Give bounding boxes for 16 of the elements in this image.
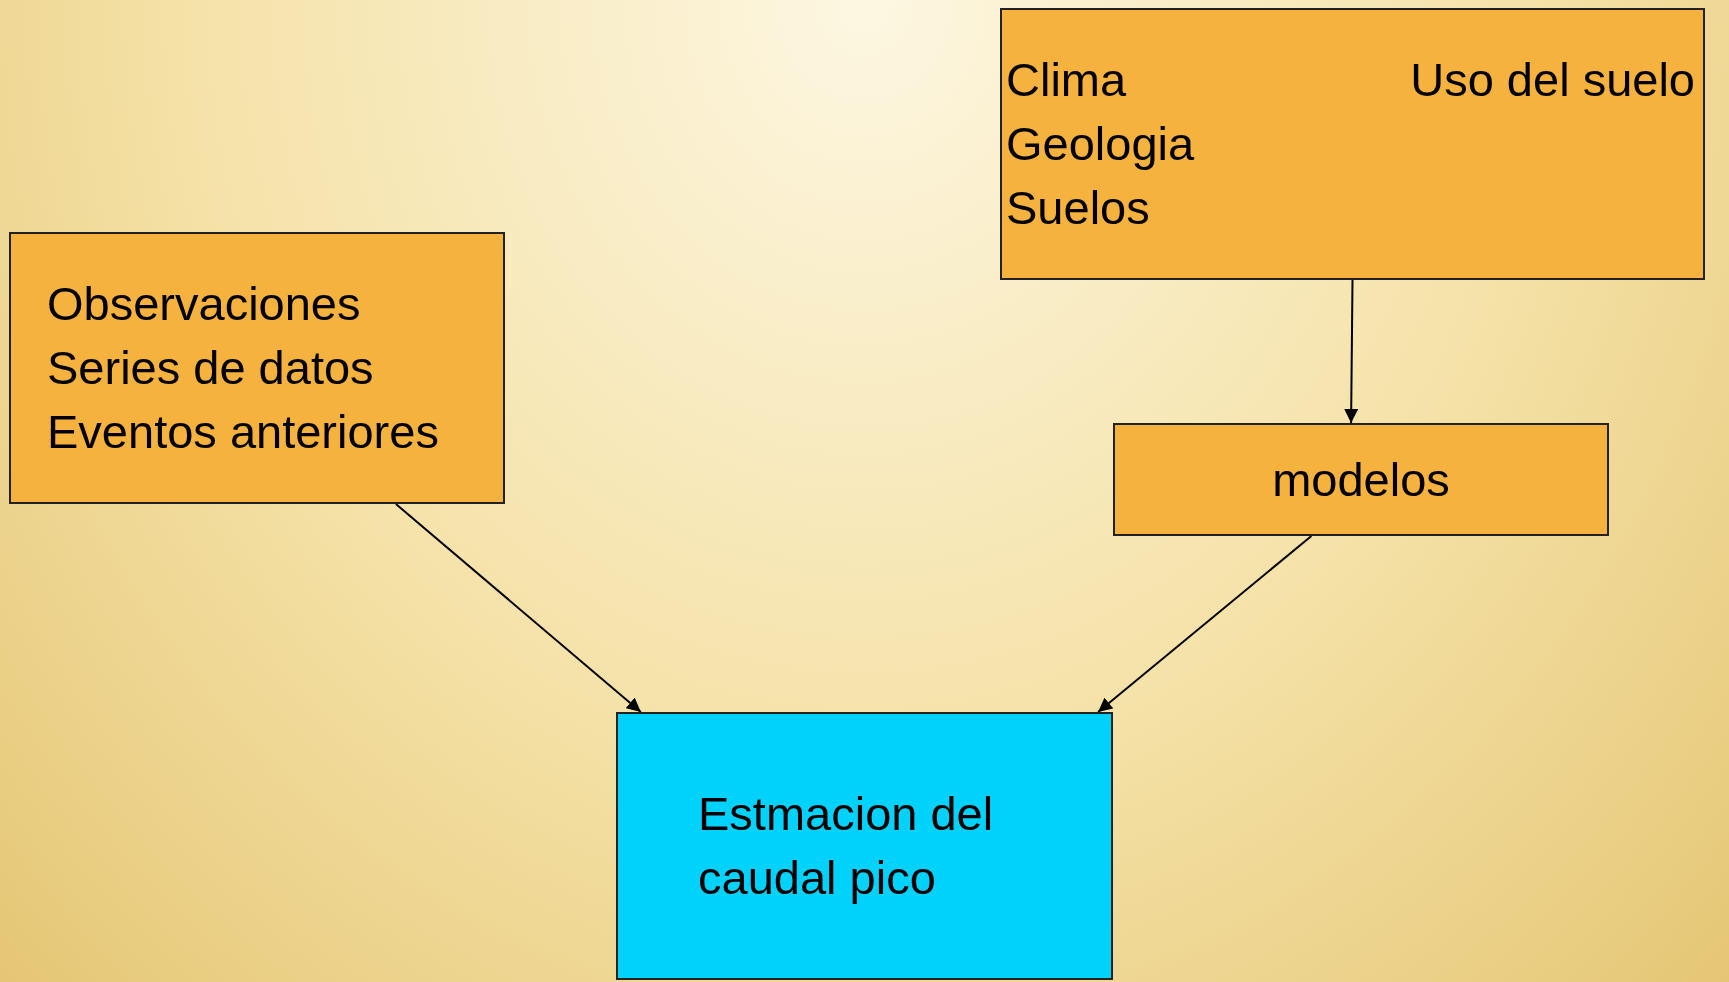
- process-box: [9, 232, 505, 504]
- arrow: [394, 503, 642, 713]
- node-label: Observaciones: [47, 276, 362, 332]
- node-label: Eventos anteriores: [47, 404, 440, 460]
- node-label: Suelos: [1006, 180, 1151, 236]
- process-box: [1113, 423, 1609, 536]
- result-box: [616, 712, 1113, 980]
- node-label: modelos: [1272, 451, 1450, 508]
- node-label: Estmacion del caudal pico: [698, 786, 995, 906]
- process-box: [1000, 8, 1705, 280]
- arrow: [1097, 535, 1313, 713]
- node-label: Series de datos: [47, 340, 375, 396]
- arrow: [1344, 279, 1359, 424]
- node-label: Uso del suelo: [1410, 52, 1695, 108]
- node-label: Geologia: [1006, 116, 1195, 172]
- node-label: Clima: [1006, 52, 1128, 108]
